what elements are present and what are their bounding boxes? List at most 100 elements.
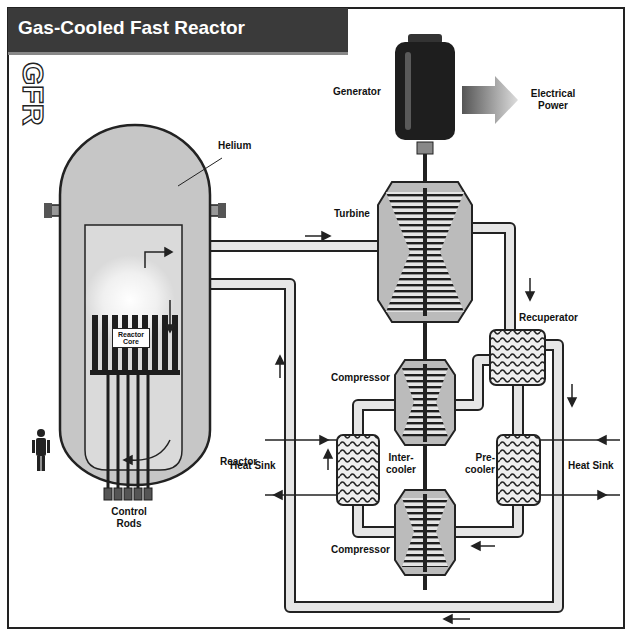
- part-label: Turbine: [334, 208, 370, 220]
- pipes: [182, 284, 558, 607]
- reactor-vessel: [85, 255, 175, 345]
- generator: [395, 34, 455, 154]
- part-label: Heat Sink: [568, 460, 614, 472]
- pipes: [358, 505, 395, 532]
- control-rods: [144, 488, 152, 500]
- person-figure: [36, 438, 46, 456]
- reactor-vessel: [44, 125, 226, 485]
- control-rods: [147, 375, 150, 488]
- person-figure: [32, 440, 35, 453]
- flow-arrow: [279, 364, 281, 378]
- flow-arrow: [327, 458, 329, 470]
- generator: [405, 52, 411, 130]
- pipes: [472, 228, 510, 330]
- heat-exchanger: [337, 435, 379, 505]
- turbine-shaft: [423, 154, 427, 590]
- heat-sink-line: [540, 494, 620, 496]
- control-rods: [107, 375, 110, 488]
- node-text: Reactor Core: [113, 331, 149, 346]
- flow-arrow: [452, 618, 470, 620]
- heat-sink-line: [598, 491, 606, 499]
- part-label: Control Rods: [98, 506, 160, 529]
- compressor: [395, 490, 455, 575]
- control-rods: [134, 488, 142, 500]
- vertical-logo: GFR: [18, 62, 48, 125]
- flow-arrow: [529, 278, 531, 292]
- person-figure: [32, 429, 50, 471]
- pipes: [182, 242, 380, 250]
- flow-arrow: [571, 384, 573, 398]
- flow-arrow: [480, 545, 495, 547]
- reactor-core-rods: [90, 315, 180, 375]
- inner-flow-arrow: [169, 300, 171, 325]
- person-figure: [47, 440, 50, 453]
- pipes: [455, 505, 518, 532]
- generator: [417, 142, 433, 154]
- pipes: [512, 385, 524, 435]
- part-label: Reactor: [220, 456, 257, 468]
- control-rods: [104, 488, 112, 500]
- part-label: Helium: [218, 140, 251, 152]
- heat-exchanger: [490, 330, 545, 385]
- frame: [8, 52, 348, 55]
- turbine: [423, 188, 427, 316]
- person-figure: [37, 456, 41, 471]
- flow-arrow: [324, 450, 332, 458]
- power-arrow: [462, 76, 518, 124]
- flow-arrow: [322, 232, 330, 240]
- pipes: [182, 228, 558, 607]
- person-figure: [42, 456, 46, 471]
- pipes: [455, 505, 518, 532]
- part-label: Pre-cooler: [457, 452, 495, 475]
- reactor-core-rods: [102, 315, 108, 370]
- turbine: [378, 182, 472, 322]
- control-rods: [124, 488, 132, 500]
- compressor: [423, 494, 427, 572]
- reactor-vessel: [60, 125, 210, 485]
- compressor: [395, 360, 455, 445]
- inner-flow-arrow: [124, 456, 132, 464]
- pipes: [182, 228, 558, 607]
- turbine-shaft: [423, 154, 427, 590]
- pipes: [358, 505, 395, 532]
- pipes: [514, 385, 522, 435]
- inner-flow-arrow: [124, 248, 174, 464]
- flow-arrow: [526, 292, 534, 300]
- leader-line: [178, 158, 222, 186]
- diagram-title: Gas-Cooled Fast Reactor: [18, 17, 245, 39]
- flow-arrow: [568, 398, 576, 406]
- heat-sink-line: [320, 436, 328, 444]
- reactor-core-rods: [92, 315, 98, 370]
- flow-arrow: [444, 615, 452, 623]
- flow-arrow: [276, 356, 284, 364]
- control-rods: [114, 488, 122, 500]
- generator: [395, 42, 455, 140]
- control-rods: [127, 375, 130, 488]
- part-label: Compressor: [331, 544, 390, 556]
- part-label: Compressor: [331, 372, 390, 384]
- part-label: Generator: [333, 86, 381, 98]
- reactor-core-rods: [172, 315, 178, 370]
- flow-arrow: [472, 542, 480, 550]
- pipes: [455, 360, 490, 405]
- pipes: [182, 284, 558, 607]
- pipes: [472, 228, 510, 330]
- output-label: Electrical Power: [522, 88, 584, 111]
- heat-sink-line: [274, 491, 282, 499]
- pipes: [358, 405, 395, 435]
- inner-flow-arrow: [130, 440, 170, 460]
- part-label: Recuperator: [519, 312, 578, 324]
- frame: [8, 8, 624, 628]
- pipes: [182, 240, 380, 252]
- control-rods: [104, 375, 152, 500]
- leader-line: [178, 158, 222, 186]
- frame: [8, 8, 624, 628]
- flow-arrow: [305, 235, 322, 237]
- control-rods: [137, 375, 140, 488]
- reactor-vessel: [85, 225, 182, 470]
- heat-exchanger: [337, 330, 545, 505]
- reactor-vessel: [44, 203, 52, 218]
- reactor-core-rods: [152, 315, 158, 370]
- frame: [8, 8, 348, 52]
- heat-sink-line: [540, 439, 620, 441]
